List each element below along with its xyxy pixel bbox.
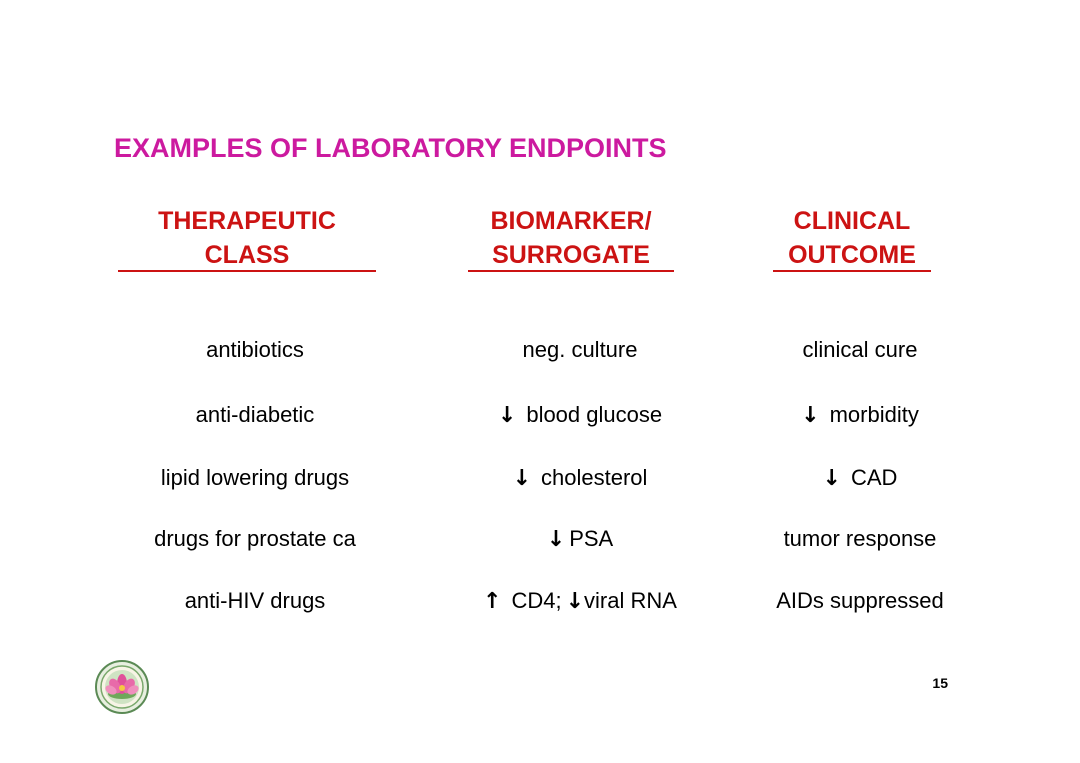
logo-graphic xyxy=(95,660,149,714)
row-4-outcome: tumor response xyxy=(740,526,980,552)
row-5-biomarker-text: CD4; xyxy=(511,588,562,613)
row-5-outcome-text: AIDs suppressed xyxy=(776,588,944,613)
row-1-outcome-text: clinical cure xyxy=(802,337,918,362)
row-3-biomarker-text: cholesterol xyxy=(541,465,648,490)
row-2-outcome-text: morbidity xyxy=(829,402,919,427)
row-4-outcome-text: tumor response xyxy=(783,526,937,551)
header-clinical-line1: CLINICAL xyxy=(793,207,911,235)
down-arrow-icon: ↓ xyxy=(801,403,820,428)
header-therapeutic-line2: CLASS xyxy=(118,240,376,272)
down-arrow-icon: ↓ xyxy=(565,589,585,614)
row-2-therapeutic-class: anti-diabetic xyxy=(195,402,315,427)
header-therapeutic-class: THERAPEUTIC CLASS xyxy=(118,204,376,272)
down-arrow-icon: ↓ xyxy=(822,466,841,491)
header-clinical-outcome: CLINICAL OUTCOME xyxy=(773,204,931,272)
row-2-biomarker-text: blood glucose xyxy=(526,402,663,427)
page-number: 15 xyxy=(932,675,948,691)
row-5-biomarker-text2: viral RNA xyxy=(584,588,677,613)
row-1-biomarker-text: neg. culture xyxy=(522,337,638,362)
row-1-biomarker: neg. culture xyxy=(420,337,740,363)
row-3-outcome: ↓ CAD xyxy=(740,465,980,492)
slide-title: EXAMPLES OF LABORATORY ENDPOINTS xyxy=(114,133,667,163)
row-1-therapeutic-class: antibiotics xyxy=(206,337,304,362)
row-2-biomarker: ↓ blood glucose xyxy=(420,402,740,429)
row-3-biomarker: ↓ cholesterol xyxy=(420,465,740,492)
row-5-biomarker: ↑ CD4;↓viral RNA xyxy=(420,588,740,615)
up-arrow-icon: ↑ xyxy=(483,589,502,614)
lotus-seal-logo xyxy=(95,660,149,714)
header-biomarker-line1: BIOMARKER/ xyxy=(490,207,652,235)
row-5-outcome: AIDs suppressed xyxy=(740,588,980,614)
down-arrow-icon: ↓ xyxy=(546,527,566,552)
row-5-therapeutic-class: anti-HIV drugs xyxy=(184,588,326,613)
header-biomarker-line2: SURROGATE xyxy=(468,240,674,272)
row-3-outcome-text: CAD xyxy=(850,465,898,490)
down-arrow-icon: ↓ xyxy=(512,466,532,491)
header-therapeutic-line1: THERAPEUTIC xyxy=(158,207,336,235)
header-biomarker-surrogate: BIOMARKER/ SURROGATE xyxy=(468,204,674,272)
row-2-outcome: ↓ morbidity xyxy=(740,402,980,429)
header-clinical-line2: OUTCOME xyxy=(773,240,931,272)
row-4-biomarker: ↓PSA xyxy=(420,526,740,553)
row-3-therapeutic-class: lipid lowering drugs xyxy=(160,465,350,490)
row-4-biomarker-text: PSA xyxy=(569,526,614,551)
down-arrow-icon: ↓ xyxy=(497,403,517,428)
row-1-outcome: clinical cure xyxy=(740,337,980,363)
row-4-therapeutic-class: drugs for prostate ca xyxy=(154,526,356,551)
